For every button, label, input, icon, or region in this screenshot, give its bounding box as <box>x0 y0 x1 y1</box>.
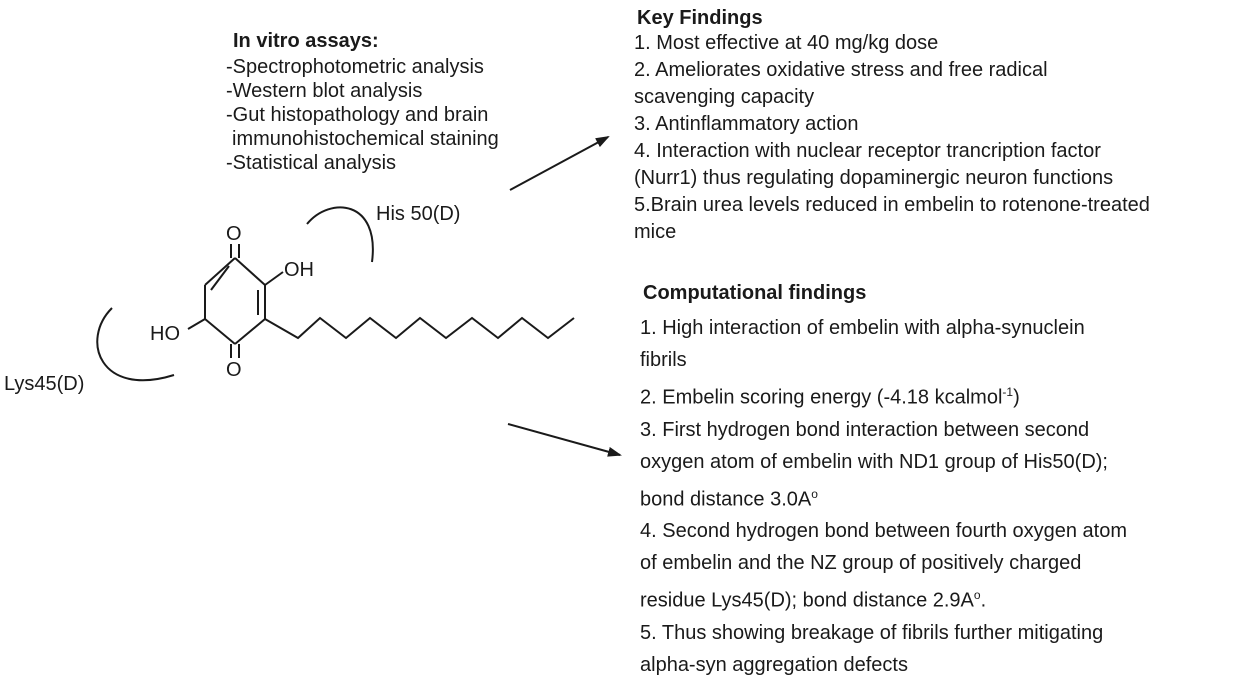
in-vitro-item: -Spectrophotometric analysis <box>226 56 484 78</box>
key-findings-heading: Key Findings <box>637 7 763 29</box>
computational-finding-line: residue Lys45(D); bond distance 2.9Ao. <box>640 579 1203 617</box>
in-vitro-heading: In vitro assays: <box>233 30 379 52</box>
key-finding-line: 2. Ameliorates oxidative stress and free… <box>634 59 1048 81</box>
alkyl-chain <box>264 316 575 340</box>
energy-close: ) <box>1013 386 1020 409</box>
residue-lys45-label: Lys45(D) <box>4 373 84 395</box>
computational-finding-line: 1. High interaction of embelin with alph… <box>640 317 1085 339</box>
atom-o-top: O <box>226 223 242 245</box>
quinone-ring <box>187 244 284 358</box>
in-vitro-assays-block: In vitro assays: -Spectrophotometric ana… <box>226 30 570 175</box>
group-oh-right: OH <box>284 259 314 281</box>
computational-finding-line: alpha-syn aggregation defects <box>640 653 908 676</box>
residue-his50-label: His 50(D) <box>376 203 460 225</box>
atom-o-bottom: O <box>226 359 242 381</box>
arrow-to-computational-findings <box>507 423 622 457</box>
key-finding-line: (Nurr1) thus regulating dopaminergic neu… <box>634 167 1114 189</box>
key-findings-block: Key Findings 1. Most effective at 40 mg/… <box>634 6 1246 246</box>
in-vitro-item: immunohistochemical staining <box>226 127 570 151</box>
in-vitro-item: -Statistical analysis <box>226 152 397 174</box>
key-finding-line: scavenging capacity <box>634 86 815 108</box>
computational-findings-heading: Computational findings <box>643 282 867 304</box>
degree-superscript: o <box>811 486 818 501</box>
energy-text: 2. Embelin scoring energy (-4.18 kcalmol <box>640 386 1003 409</box>
energy-superscript: -1 <box>1002 385 1014 399</box>
in-vitro-list: -Spectrophotometric analysis -Western bl… <box>226 55 570 175</box>
key-findings-list: 1. Most effective at 40 mg/kg dose 2. Am… <box>634 30 1246 246</box>
computational-finding-line: bond distance 3.0Ao <box>640 478 1203 516</box>
in-vitro-item: -Western blot analysis <box>226 80 423 102</box>
period: . <box>980 589 987 612</box>
bond-distance-text: bond distance 3.0A <box>640 488 812 511</box>
group-ho-left: HO <box>150 323 180 345</box>
key-finding-line: 1. Most effective at 40 mg/kg dose <box>634 32 939 54</box>
computational-finding-line: oxygen atom of embelin with ND1 group of… <box>640 450 1108 473</box>
key-finding-line: mice <box>634 221 677 243</box>
computational-finding-line: 5. Thus showing breakage of fibrils furt… <box>640 621 1104 644</box>
computational-findings-list: 1. High interaction of embelin with alph… <box>640 312 1203 681</box>
arrow-to-key-findings <box>509 136 610 191</box>
key-finding-line: 5.Brain urea levels reduced in embelin t… <box>634 194 1150 216</box>
computational-finding-line: fibrils <box>640 349 687 371</box>
computational-finding-line: of embelin and the NZ group of positivel… <box>640 552 1082 575</box>
computational-findings-block: Computational findings 1. High interacti… <box>640 280 1203 681</box>
bond-distance-text: residue Lys45(D); bond distance 2.9A <box>640 589 974 612</box>
in-vitro-item-continuation: immunohistochemical staining <box>232 128 499 150</box>
computational-finding-line: 4. Second hydrogen bond between fourth o… <box>640 520 1128 543</box>
his50-binding-arc <box>306 206 374 263</box>
computational-finding-line: 2. Embelin scoring energy (-4.18 kcalmol… <box>640 376 1203 414</box>
lys45-binding-arc <box>96 307 175 382</box>
in-vitro-item: -Gut histopathology and brain <box>226 104 489 126</box>
degree-superscript: o <box>973 588 981 603</box>
key-finding-line: 3. Antinflammatory action <box>634 113 859 135</box>
computational-finding-line: 3. First hydrogen bond interaction betwe… <box>640 418 1090 441</box>
key-finding-line: 4. Interaction with nuclear receptor tra… <box>634 140 1101 162</box>
